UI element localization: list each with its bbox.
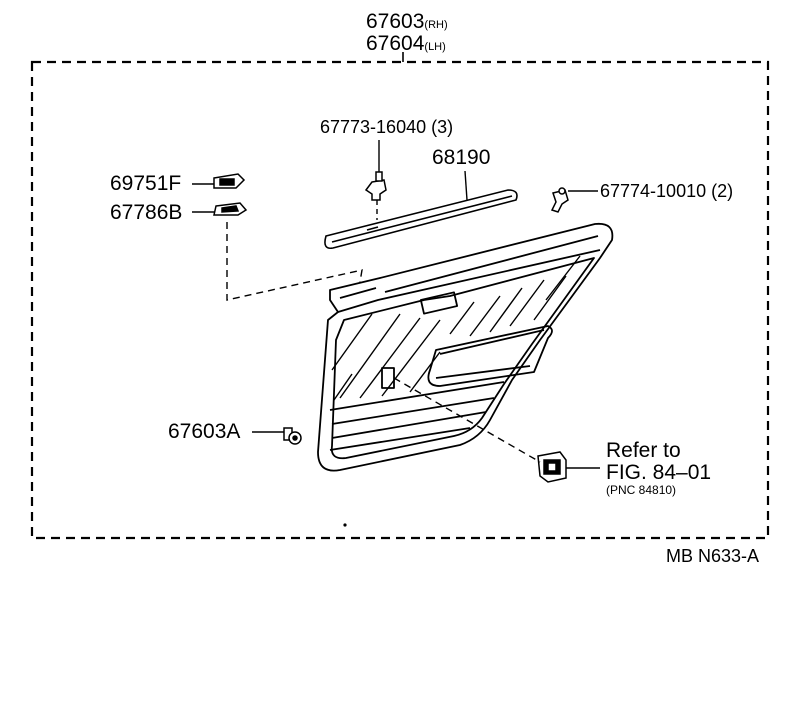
knob-part [213,173,246,189]
switch-dash [393,377,541,463]
refer-line-1: Refer to [606,439,681,462]
weatherstrip-part [324,189,518,250]
bezel-part [213,202,248,216]
part-number-lh: 67604(LH) [366,32,446,55]
door-trim-panel [317,222,614,472]
weatherstrip-leader [464,170,468,201]
clip-top-part [364,171,387,201]
label-weatherstrip: 68190 [432,146,491,169]
bezel-dash [226,222,363,301]
screw-part [283,427,302,445]
clip-right-part [550,187,569,213]
reference-dot [343,523,347,527]
label-clip-top: 67773-16040 (3) [320,117,454,137]
label-knob: 69751F [110,172,182,195]
label-clip-right: 67774-10010 (2) [600,181,734,201]
switch-part [537,451,567,483]
assembly-boundary [30,60,770,540]
label-bezel: 67786B [110,201,183,224]
part-number-rh: 67603(RH) [366,10,448,33]
label-screw: 67603A [168,420,241,443]
refer-line-3: (PNC 84810) [606,483,677,497]
refer-line-2: FIG. 84–01 [606,461,712,484]
figure-code: MB N633-A [666,546,760,566]
